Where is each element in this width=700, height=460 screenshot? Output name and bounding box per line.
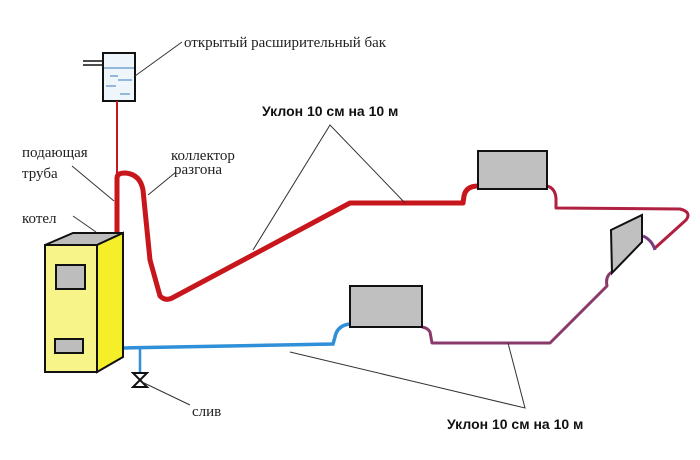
drain-valve-icon[interactable] xyxy=(130,372,150,388)
supply-pipe xyxy=(114,170,479,302)
return-pipe-purple xyxy=(421,270,613,345)
supply-leader-line xyxy=(71,165,115,202)
supply-label-1: подающая xyxy=(22,145,88,161)
supply-label-2: труба xyxy=(22,166,58,182)
collector-label-2: разгона xyxy=(174,162,222,178)
drain-leader-line xyxy=(141,381,191,406)
tank-leader-line xyxy=(134,41,183,77)
boiler xyxy=(44,231,124,374)
boiler-leader-line xyxy=(72,215,97,233)
tank-label: открытый расширительный бак xyxy=(184,35,387,51)
expansion-tank xyxy=(83,52,136,102)
radiator-2 xyxy=(609,213,643,276)
radiator-2-outlet xyxy=(642,234,657,251)
supply-pipe-branch xyxy=(546,184,690,250)
boiler-lower-door xyxy=(54,338,84,354)
boiler-label: котел xyxy=(22,211,57,227)
collector-leader-line xyxy=(147,171,177,196)
radiator-1 xyxy=(477,150,548,190)
collector-label-1: коллектор xyxy=(171,148,235,164)
slope-top-leader-lines xyxy=(252,124,406,251)
radiator-3 xyxy=(349,285,423,328)
slope-bottom-leader-lines xyxy=(289,342,526,409)
boiler-upper-door xyxy=(55,264,86,290)
slope-top-label: Уклон 10 см на 10 м xyxy=(262,103,398,119)
slope-bottom-label: Уклон 10 см на 10 м xyxy=(447,416,583,432)
return-pipe-blue xyxy=(122,322,350,350)
drain-label: слив xyxy=(192,404,221,420)
